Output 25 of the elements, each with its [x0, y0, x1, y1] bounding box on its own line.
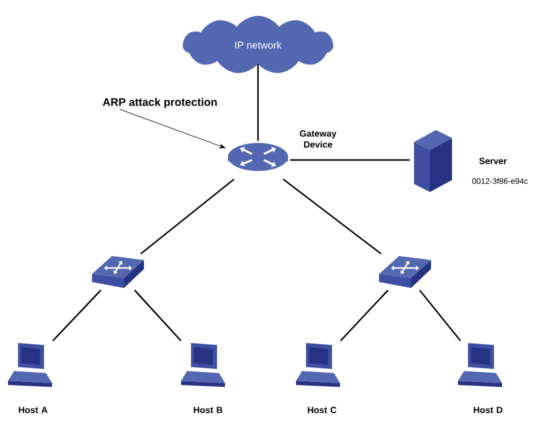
network-link [340, 290, 389, 342]
network-link [290, 159, 410, 161]
network-cloud: IP network [182, 16, 334, 74]
server-drawing [414, 130, 452, 192]
device-label: Host D [474, 406, 502, 414]
annotation-text: ARP attack protection [102, 98, 217, 108]
network-link [52, 290, 102, 342]
computer-drawing [8, 343, 52, 387]
device-label: Server [479, 158, 507, 164]
device-label: Gateway Device [300, 130, 336, 148]
network-link [282, 178, 382, 254]
computer-drawing [181, 343, 225, 387]
switch-drawing [92, 256, 144, 288]
network-link [134, 290, 182, 342]
computer-drawing [296, 343, 340, 387]
network-link [257, 64, 259, 141]
device-label: Host A [18, 406, 48, 414]
device-label: Host C [308, 406, 336, 414]
device-label: Host B [194, 406, 222, 414]
router-drawing [228, 143, 288, 171]
switch-drawing [379, 256, 431, 288]
network-link [140, 178, 234, 254]
computer-drawing [458, 343, 502, 387]
device-label: 0012-3f86-e94c [472, 178, 528, 184]
network-link [419, 290, 462, 342]
